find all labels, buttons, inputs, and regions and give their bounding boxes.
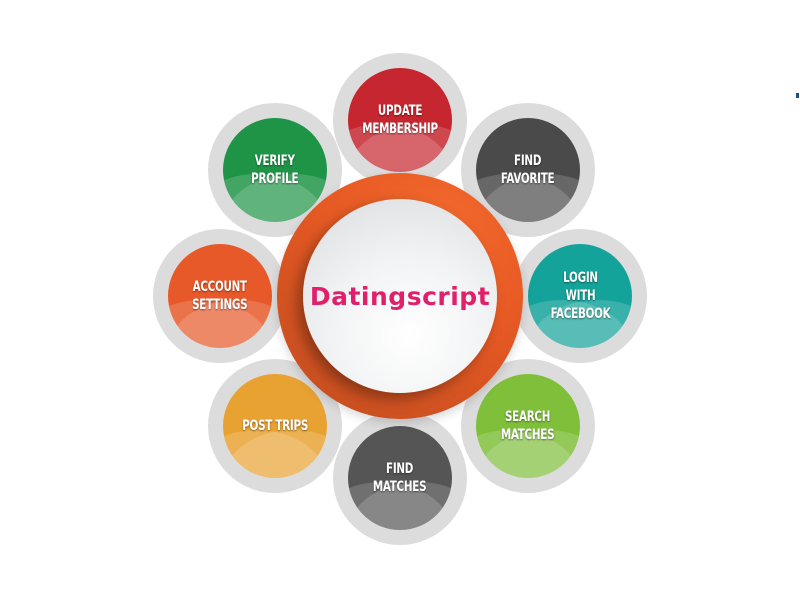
feature-label: FIND FAVORITE [501,153,555,187]
feature-post-trips: POST TRIPS [208,359,342,493]
feature-label: SEARCH MATCHES [501,409,555,443]
feature-label: ACCOUNT SETTINGS [192,279,248,313]
hub-title: Datingscript [309,281,491,311]
feature-label: VERIFY PROFILE [251,153,299,187]
feature-update-membership: UPDATE MEMBERSHIP [333,53,467,187]
feature-circle: FIND FAVORITE [476,118,580,222]
feature-circle: FIND MATCHES [348,426,452,530]
feature-circle: POST TRIPS [223,374,327,478]
feature-circle: VERIFY PROFILE [223,118,327,222]
feature-label: POST TRIPS [242,418,308,434]
feature-circle: LOGIN WITH FACEBOOK [528,244,632,348]
feature-search-matches: SEARCH MATCHES [461,359,595,493]
feature-circle: SEARCH MATCHES [476,374,580,478]
feature-account-settings: ACCOUNT SETTINGS [153,229,287,363]
feature-label: UPDATE MEMBERSHIP [362,103,438,137]
feature-label: FIND MATCHES [373,461,427,495]
hub-ring: Datingscript [277,173,523,419]
hub-circle: Datingscript [303,199,497,393]
feature-circle: ACCOUNT SETTINGS [168,244,272,348]
feature-find-matches: FIND MATCHES [333,411,467,545]
feature-login-with-facebook: LOGIN WITH FACEBOOK [513,229,647,363]
feature-circle: UPDATE MEMBERSHIP [348,68,452,172]
corner-mark [796,93,799,98]
feature-label: LOGIN WITH FACEBOOK [550,270,610,322]
